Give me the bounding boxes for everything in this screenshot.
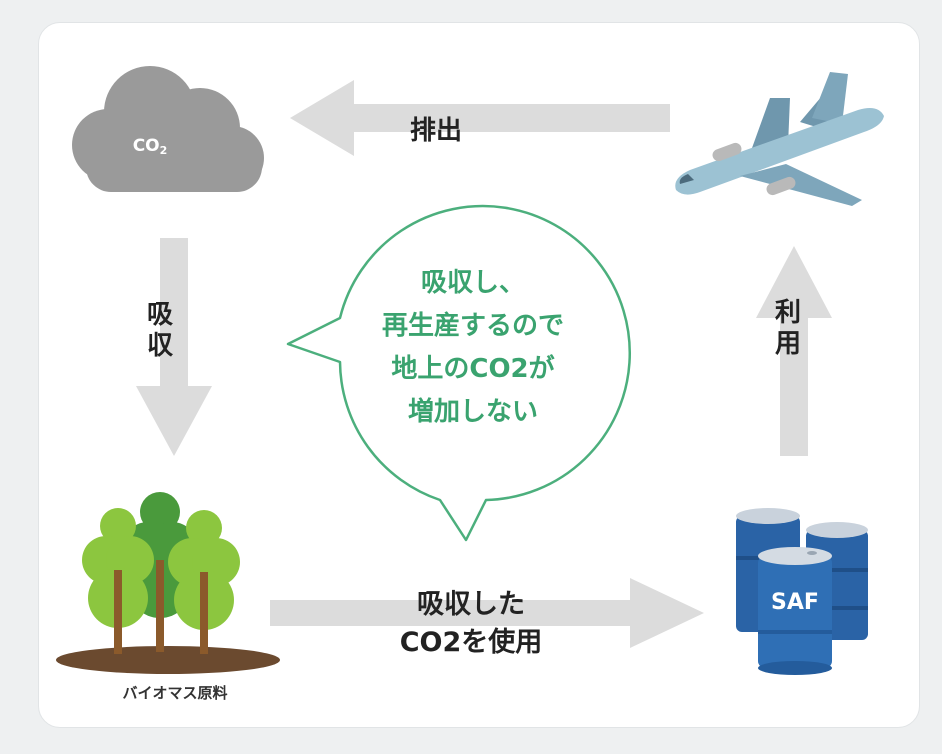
- airplane-icon: [675, 72, 884, 206]
- fuel-label: SAF: [771, 590, 819, 615]
- absorb-arrow: [136, 238, 212, 456]
- bottom-label: 吸収した CO2を使用: [399, 589, 543, 658]
- bubble-message: 吸収し、 再生産するので 地上のCO2が 増加しない: [381, 268, 564, 427]
- fuel-barrels-icon: [736, 508, 868, 675]
- use-arrow: [756, 246, 832, 456]
- speech-bubble: [286, 204, 631, 542]
- cloud-label: CO2: [132, 136, 168, 157]
- emission-label: 排出: [410, 116, 463, 146]
- biomass-label: バイオマス原料: [122, 684, 228, 702]
- bottom-arrow: [270, 578, 704, 648]
- emission-arrow: [290, 80, 670, 156]
- absorb-label: 吸 収: [146, 300, 173, 362]
- trees-icon: [56, 492, 280, 674]
- cloud-icon: [72, 66, 264, 192]
- use-label: 利 用: [774, 298, 801, 360]
